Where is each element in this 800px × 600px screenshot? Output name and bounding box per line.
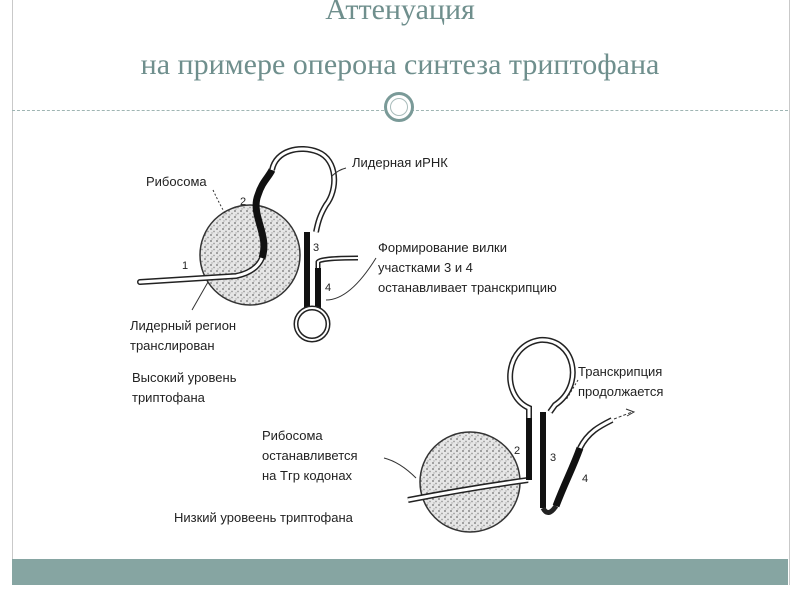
ribosome-stop-label-line-1: Рибосома bbox=[262, 428, 323, 443]
divider-ring-ornament bbox=[384, 92, 414, 122]
label-4-top: 4 bbox=[325, 282, 331, 294]
ribosome-top bbox=[199, 204, 301, 306]
label-3-bottom: 3 bbox=[550, 452, 556, 464]
transcription-label-line-2: продолжается bbox=[578, 384, 663, 399]
leader-mrna-label: Лидерная иРНК bbox=[352, 155, 448, 170]
ribosome-stop-label-line-2: останавливется bbox=[262, 448, 358, 463]
fork-label-line-2: участками 3 и 4 bbox=[378, 260, 473, 275]
segment-4-bottom bbox=[552, 446, 584, 508]
high-trp-label-line-1: Высокий уровень bbox=[132, 370, 237, 385]
label-2-top: 2 bbox=[240, 196, 246, 208]
ribosome-label: Рибосома bbox=[146, 174, 207, 189]
label-1-top: 1 bbox=[182, 260, 188, 272]
continue-arrow bbox=[625, 408, 636, 417]
leader-region-label-line-1: Лидерный регион bbox=[130, 318, 236, 333]
label-3-top: 3 bbox=[313, 242, 319, 254]
low-trp-label: Низкий уровеень триптофана bbox=[174, 510, 354, 525]
label-2-bottom: 2 bbox=[514, 445, 520, 457]
fork-label-line-1: Формирование вилки bbox=[378, 240, 507, 255]
fork-label-line-3: останавливает транскрипцию bbox=[378, 280, 557, 295]
segment-2-bottom bbox=[526, 418, 532, 480]
transcription-label-line-1: Транскрипция bbox=[578, 364, 662, 379]
high-trp-label-line-2: триптофана bbox=[132, 390, 206, 405]
segment-2-top bbox=[252, 168, 276, 260]
segment-4-top bbox=[315, 268, 321, 308]
bottom-band bbox=[12, 559, 788, 585]
label-4-bottom: 4 bbox=[582, 473, 588, 485]
leader-region-label-line-2: транслирован bbox=[130, 338, 215, 353]
ribosome-stop-label-line-3: на Тгр кодонах bbox=[262, 468, 353, 483]
title-line-1: Аттенуация bbox=[325, 0, 475, 26]
segment-3-top bbox=[304, 232, 310, 308]
slide-frame bbox=[12, 0, 790, 585]
segment-3-bottom bbox=[540, 412, 546, 508]
title-line-2: на примере оперона синтеза триптофана bbox=[140, 48, 660, 81]
